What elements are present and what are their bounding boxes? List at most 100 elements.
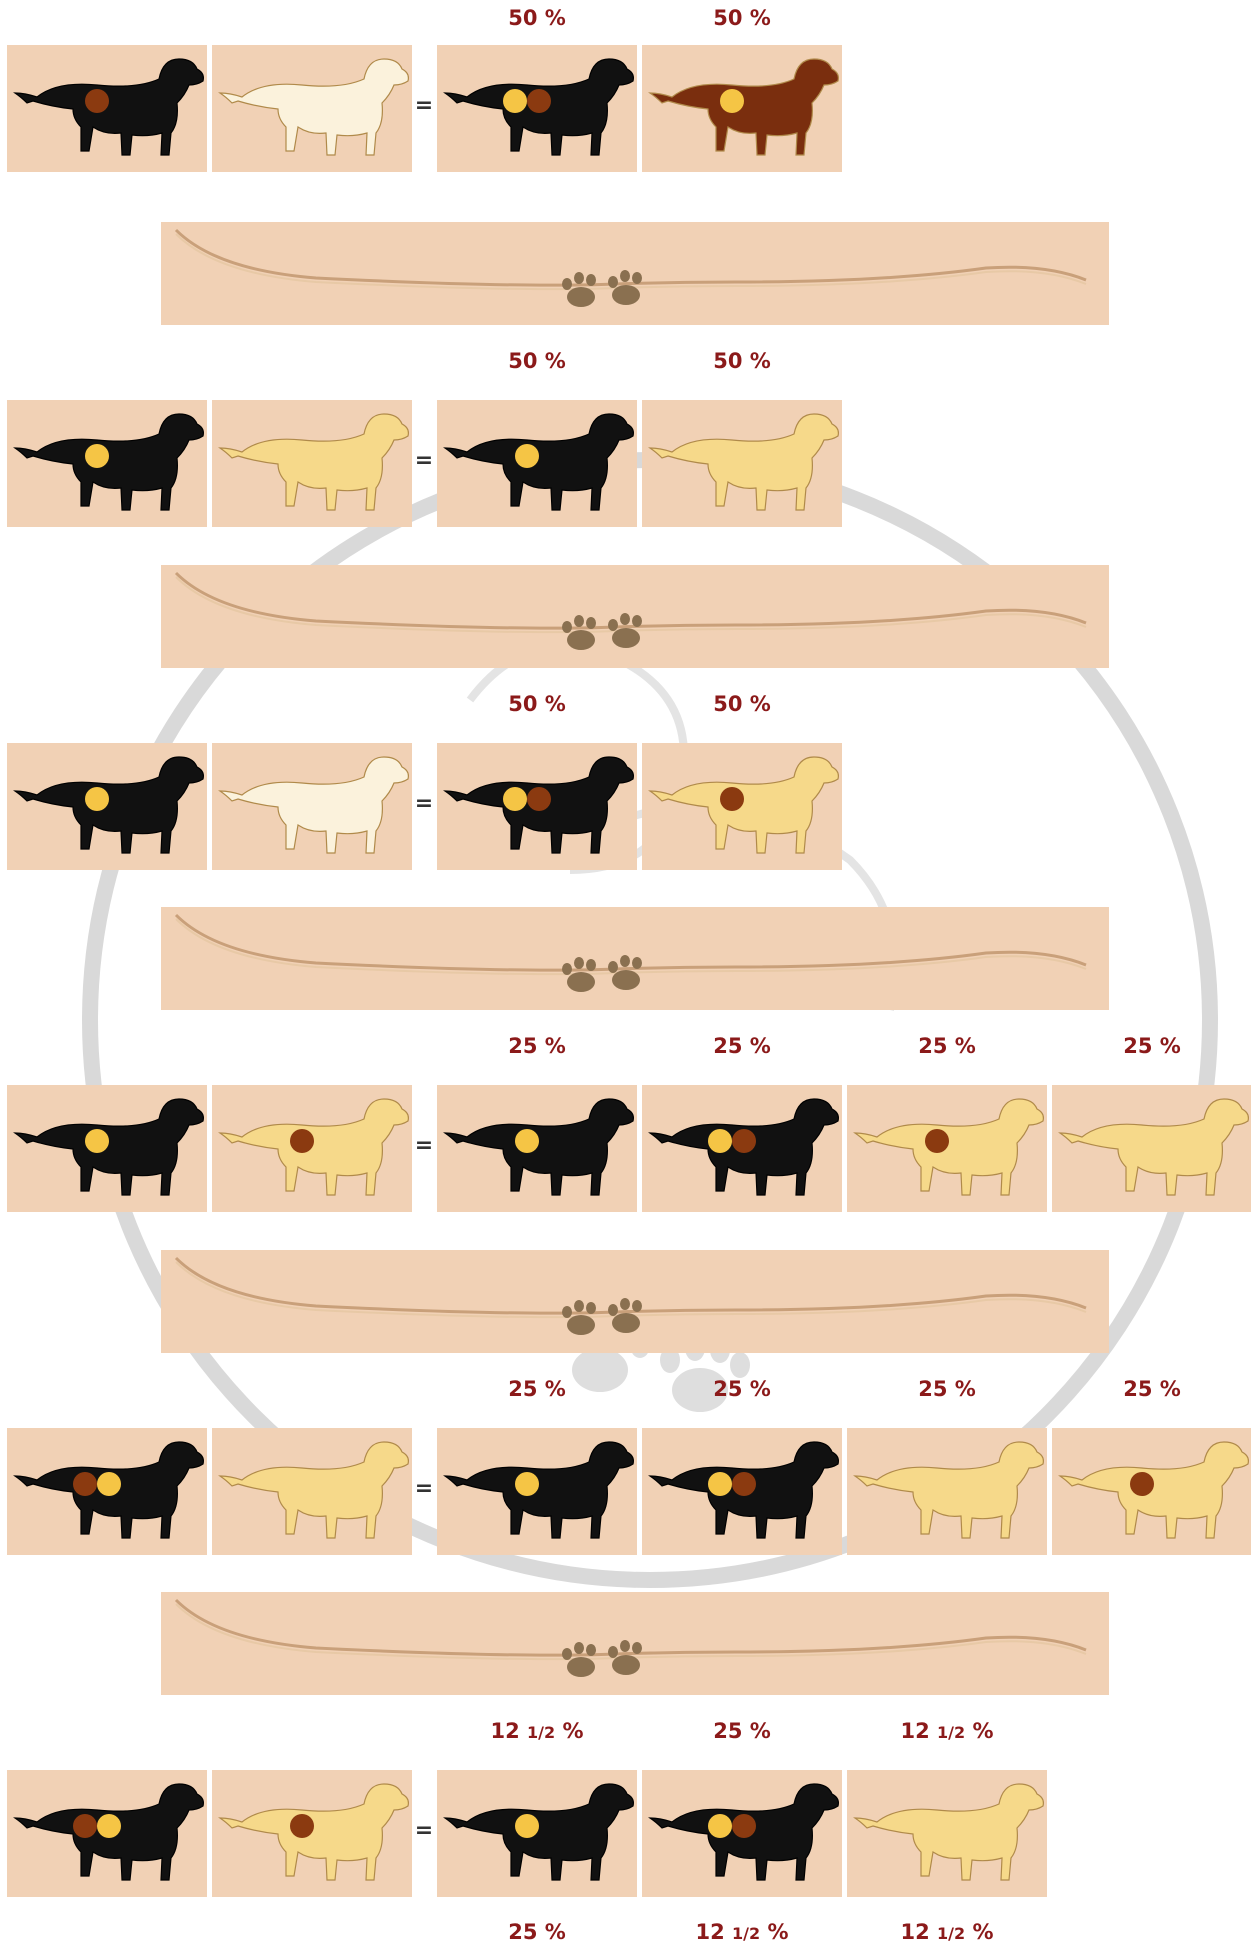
offspring-dog: [437, 400, 637, 527]
percentage-label: 50 %: [508, 692, 566, 716]
dog-figure: [13, 1783, 204, 1881]
percentage-label: 25 %: [713, 1719, 771, 1743]
percentage-label: 12 1/2 %: [490, 1719, 584, 1743]
offspring-dog: [642, 1770, 842, 1897]
yellow-gene-dot: [720, 89, 744, 113]
yellow-gene-dot: [97, 1814, 121, 1838]
yellow-gene-dot: [85, 1129, 109, 1153]
yellow-gene-dot: [515, 1472, 539, 1496]
percentage-label: 25 %: [713, 1034, 771, 1058]
dog-figure: [218, 1441, 409, 1539]
dog-figure: [1058, 1098, 1249, 1196]
percentage-label: 25 %: [508, 1034, 566, 1058]
equals-sign: =: [414, 1818, 434, 1843]
equals-sign: =: [414, 93, 434, 118]
parent-dog-2: [212, 1085, 412, 1212]
yellow-gene-dot: [85, 444, 109, 468]
equals-sign: =: [414, 791, 434, 816]
dog-figure: [853, 1098, 1044, 1196]
yellow-gene-dot: [708, 1472, 732, 1496]
percentage-label: 12 1/2 %: [695, 1920, 789, 1944]
offspring-dog: [642, 45, 842, 172]
parent-dog-2: [212, 45, 412, 172]
dog-figure: [648, 1441, 839, 1539]
dog-figure: [13, 1098, 204, 1196]
offspring-dog: [642, 400, 842, 527]
percentage-label: 25 %: [1123, 1034, 1181, 1058]
yellow-gene-dot: [515, 1129, 539, 1153]
parent-dog-2: [212, 743, 412, 870]
offspring-dog: [1052, 1428, 1251, 1555]
parent-dog-1: [7, 1770, 207, 1897]
paw-divider: [161, 907, 1109, 1010]
dog-figure: [13, 756, 204, 854]
parent-dog-1: [7, 45, 207, 172]
brown-gene-dot: [290, 1129, 314, 1153]
offspring-dog: [437, 45, 637, 172]
brown-gene-dot: [925, 1129, 949, 1153]
paw-icon: [562, 613, 642, 650]
percentage-label: 50 %: [508, 6, 566, 30]
yellow-gene-dot: [97, 1472, 121, 1496]
dog-figure: [648, 1783, 839, 1881]
percentage-label: 50 %: [713, 692, 771, 716]
dog-figure: [443, 1098, 634, 1196]
dog-figure: [218, 1098, 409, 1196]
percentage-label: 50 %: [713, 6, 771, 30]
offspring-dog: [437, 743, 637, 870]
offspring-dog: [1052, 1085, 1251, 1212]
yellow-gene-dot: [708, 1814, 732, 1838]
offspring-dog: [847, 1085, 1047, 1212]
dog-figure: [13, 58, 204, 156]
brown-gene-dot: [73, 1472, 97, 1496]
paw-divider: [161, 1592, 1109, 1695]
equals-sign: =: [414, 1476, 434, 1501]
percentage-label: 50 %: [508, 349, 566, 373]
dog-figure: [853, 1441, 1044, 1539]
paw-divider: [161, 565, 1109, 668]
percentage-label: 25 %: [508, 1920, 566, 1944]
dog-figure: [648, 58, 839, 156]
brown-gene-dot: [732, 1814, 756, 1838]
yellow-gene-dot: [515, 1814, 539, 1838]
dog-figure: [648, 413, 839, 511]
dog-figure: [648, 1098, 839, 1196]
parent-dog-2: [212, 1770, 412, 1897]
percentage-label: 50 %: [713, 349, 771, 373]
offspring-dog: [847, 1770, 1047, 1897]
percentage-label: 12 1/2 %: [900, 1719, 994, 1743]
dog-figure: [218, 413, 409, 511]
paw-divider: [161, 1250, 1109, 1353]
equals-sign: =: [414, 1133, 434, 1158]
brown-gene-dot: [720, 787, 744, 811]
yellow-gene-dot: [708, 1129, 732, 1153]
offspring-dog: [642, 743, 842, 870]
dog-figure: [443, 413, 634, 511]
brown-gene-dot: [527, 787, 551, 811]
percentage-label: 25 %: [508, 1377, 566, 1401]
percentage-label: 25 %: [918, 1034, 976, 1058]
paw-icon: [562, 1298, 642, 1335]
parent-dog-1: [7, 743, 207, 870]
offspring-dog: [642, 1428, 842, 1555]
yellow-gene-dot: [503, 89, 527, 113]
brown-gene-dot: [73, 1814, 97, 1838]
dog-figure: [13, 413, 204, 511]
dog-figure: [443, 756, 634, 854]
parent-dog-2: [212, 1428, 412, 1555]
brown-gene-dot: [290, 1814, 314, 1838]
yellow-gene-dot: [85, 787, 109, 811]
parent-dog-1: [7, 400, 207, 527]
offspring-dog: [437, 1428, 637, 1555]
offspring-dog: [437, 1085, 637, 1212]
dog-figure: [1058, 1441, 1249, 1539]
paw-divider: [161, 222, 1109, 325]
percentage-label: 25 %: [713, 1377, 771, 1401]
brown-gene-dot: [732, 1129, 756, 1153]
brown-gene-dot: [1130, 1472, 1154, 1496]
dog-figure: [648, 756, 839, 854]
dog-figure: [443, 58, 634, 156]
percentage-label: 25 %: [1123, 1377, 1181, 1401]
yellow-gene-dot: [515, 444, 539, 468]
parent-dog-1: [7, 1428, 207, 1555]
